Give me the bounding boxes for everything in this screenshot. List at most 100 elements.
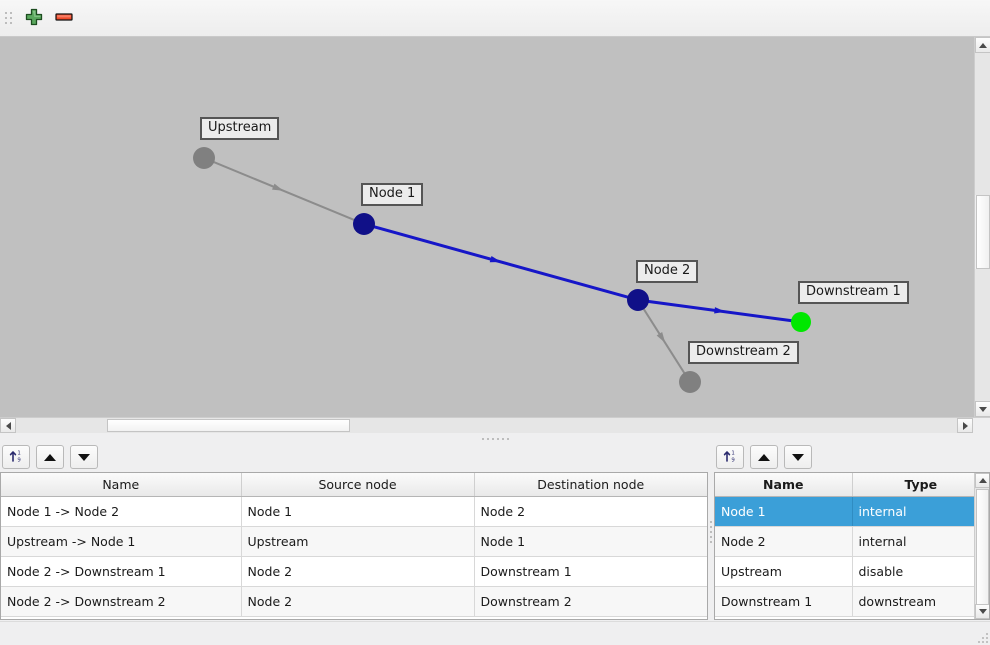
triangle-up-icon bbox=[44, 453, 56, 461]
edges-sort-button[interactable]: 1 9 bbox=[2, 445, 30, 469]
edge-arrowhead-icon bbox=[656, 332, 666, 344]
splitter-handle-icon bbox=[481, 437, 509, 440]
table-cell[interactable]: Node 2 -> Downstream 2 bbox=[1, 586, 242, 617]
scroll-left-button[interactable] bbox=[0, 418, 16, 433]
table-cell[interactable]: internal bbox=[852, 526, 989, 557]
scroll-right-button[interactable] bbox=[957, 418, 973, 433]
scroll-up-button[interactable] bbox=[975, 37, 990, 53]
scrollbar-thumb-vertical[interactable] bbox=[976, 195, 990, 269]
table-cell[interactable]: Downstream 1 bbox=[474, 556, 707, 587]
svg-text:9: 9 bbox=[731, 457, 735, 463]
svg-text:9: 9 bbox=[17, 457, 21, 463]
nodes-sort-button[interactable]: 1 9 bbox=[716, 445, 744, 469]
edges-toolbar: 1 9 bbox=[0, 444, 708, 470]
add-node-button[interactable] bbox=[19, 4, 49, 32]
scrollbar-track-upper[interactable] bbox=[975, 53, 990, 195]
table-cell[interactable]: Upstream bbox=[715, 556, 853, 587]
table-cell[interactable]: Node 2 bbox=[715, 526, 853, 557]
graph-node[interactable] bbox=[627, 289, 649, 311]
minus-icon bbox=[53, 7, 75, 30]
scrollbar-thumb-vertical[interactable] bbox=[976, 489, 989, 609]
svg-text:1: 1 bbox=[731, 450, 734, 456]
splitter-handle-icon bbox=[710, 521, 712, 543]
table-cell[interactable]: disable bbox=[852, 556, 989, 587]
table-cell[interactable]: Node 2 bbox=[241, 556, 475, 587]
status-bar bbox=[0, 621, 990, 645]
toolbar-drag-handle[interactable] bbox=[3, 6, 13, 30]
edges-move-up-button[interactable] bbox=[36, 445, 64, 469]
scroll-up-button[interactable] bbox=[975, 473, 989, 488]
graph-node-label[interactable]: Node 2 bbox=[636, 260, 699, 283]
column-header[interactable]: Name bbox=[1, 473, 242, 497]
table-cell[interactable]: Node 2 bbox=[474, 496, 707, 527]
column-header[interactable]: Name bbox=[715, 473, 853, 497]
graph-node-label[interactable]: Downstream 1 bbox=[798, 281, 909, 304]
table-cell[interactable]: Node 2 bbox=[241, 586, 475, 617]
edge-arrowhead-icon bbox=[489, 255, 502, 263]
main-toolbar bbox=[0, 0, 990, 37]
canvas-vertical-scrollbar[interactable] bbox=[974, 37, 990, 417]
column-header[interactable]: Destination node bbox=[474, 473, 707, 497]
table-cell[interactable]: Node 1 bbox=[715, 496, 853, 527]
svg-text:1: 1 bbox=[17, 450, 20, 456]
triangle-up-icon bbox=[978, 478, 987, 483]
table-cell[interactable]: Node 2 -> Downstream 1 bbox=[1, 556, 242, 587]
column-header[interactable]: Source node bbox=[241, 473, 475, 497]
graph-edge[interactable] bbox=[212, 160, 356, 222]
table-cell[interactable]: Downstream 2 bbox=[474, 586, 707, 617]
triangle-down-icon bbox=[979, 406, 987, 412]
graph-node[interactable] bbox=[353, 213, 375, 235]
canvas-horizontal-scrollbar[interactable] bbox=[0, 417, 990, 433]
table-cell[interactable]: Downstream 1 bbox=[715, 586, 853, 617]
resize-grip-icon[interactable] bbox=[976, 631, 988, 643]
graph-node-label[interactable]: Node 1 bbox=[361, 183, 424, 206]
graph-node[interactable] bbox=[791, 312, 811, 332]
nodes-toolbar: 1 9 bbox=[714, 444, 990, 470]
remove-node-button[interactable] bbox=[49, 4, 79, 32]
table-cell[interactable]: Node 1 -> Node 2 bbox=[1, 496, 242, 527]
nodes-table-scrollbar[interactable] bbox=[974, 473, 989, 619]
scroll-down-button[interactable] bbox=[975, 604, 989, 619]
horizontal-splitter[interactable] bbox=[0, 433, 990, 444]
graph-node-label[interactable]: Upstream bbox=[200, 117, 280, 140]
scroll-down-button[interactable] bbox=[975, 401, 990, 417]
edges-move-down-button[interactable] bbox=[70, 445, 98, 469]
table-cell[interactable]: downstream bbox=[852, 586, 989, 617]
scrollbar-track-lower[interactable] bbox=[975, 269, 990, 401]
table-cell[interactable]: Upstream -> Node 1 bbox=[1, 526, 242, 557]
triangle-left-icon bbox=[5, 421, 11, 430]
table-cell[interactable]: Node 1 bbox=[241, 496, 475, 527]
table-cell[interactable]: internal bbox=[852, 496, 989, 527]
scrollbar-thumb-horizontal[interactable] bbox=[107, 419, 350, 432]
graph-node[interactable] bbox=[679, 371, 701, 393]
vertical-splitter[interactable] bbox=[708, 444, 714, 620]
table-cell[interactable]: Upstream bbox=[241, 526, 475, 557]
table-cell[interactable]: Node 1 bbox=[474, 526, 707, 557]
column-header[interactable]: Type bbox=[852, 473, 989, 497]
nodes-move-down-button[interactable] bbox=[784, 445, 812, 469]
triangle-right-icon bbox=[962, 421, 968, 430]
graph-node-label[interactable]: Downstream 2 bbox=[688, 341, 799, 364]
graph-node[interactable] bbox=[193, 147, 215, 169]
nodes-move-up-button[interactable] bbox=[750, 445, 778, 469]
graph-drawing bbox=[193, 147, 811, 393]
